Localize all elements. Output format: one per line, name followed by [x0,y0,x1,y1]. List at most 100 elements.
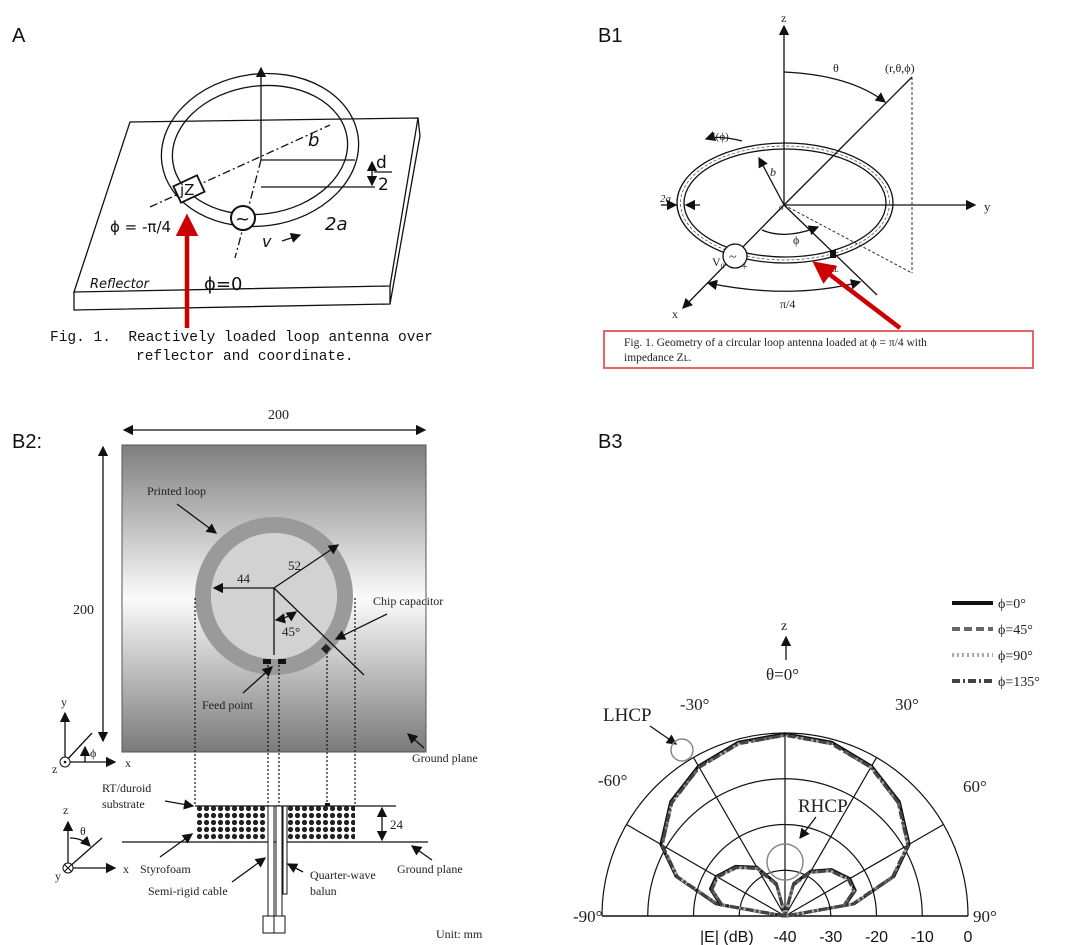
legend-label: ϕ=45° [998,623,1033,638]
loop-outer [160,72,360,228]
width-label: 200 [268,408,289,423]
z-axis-label: z [781,11,786,25]
series-lhcp-3 [660,733,910,918]
balun-arrow [286,863,304,873]
rhcp-arrow [799,816,817,840]
series-rhcp-3 [710,866,856,918]
polar-grid [601,732,969,917]
axis2-x-label: x [123,862,129,876]
caption-a-line1: Fig. 1. Reactively loaded loop antenna o… [50,330,433,346]
grid-spoke [784,823,944,917]
angle-tick-label: 60° [963,777,987,796]
caption-b1-line2: impedance Zʟ. [624,352,692,364]
voltage-source-icon: ~ [722,243,748,269]
voltage-label: v [262,232,272,251]
ground-plane-label-top: Ground plane [412,751,478,765]
angle-tick-label: 30° [895,695,919,714]
panel-b2: B2: 200 200 44 52 45° Printed loop Chip … [12,408,483,941]
voltage-source-icon: ~ [230,205,256,231]
angle-tick-label: θ=0° [766,665,799,684]
reflector-edge [73,117,421,311]
grid-spoke [784,757,878,917]
printed-loop-arrow [176,503,218,534]
panel-a: A jZ ~ b d 2 2a v ϕ = -π/4 ϕ=0 Reflector… [12,25,433,365]
radius-label: b [770,165,776,179]
x-axis-label: x [672,307,678,321]
capacitor-angle-line [273,587,365,676]
red-arrow-b1 [812,261,902,330]
reflector-label: Reflector [90,277,151,292]
current-label: I(ϕ) [712,131,729,143]
reflector-plate [73,117,419,293]
balun-label-line2: balun [310,884,337,898]
outer-radius-arrow [273,544,340,589]
panel-label-b2: B2: [12,431,42,453]
legend: ϕ=0° ϕ=45° ϕ=90° ϕ=135° [952,597,1040,690]
panel-label-b3: B3 [598,431,622,453]
panel-b3: B3 -90°-60°-30°θ=0°30°60°90°-40-30-20-10… [573,431,1040,945]
semi-rigid-arrow [231,857,267,883]
d-label-den: 2 [378,175,389,195]
caption-box-b1 [603,330,1034,369]
styrofoam-right [287,806,355,841]
radius-label: b [308,130,319,151]
inner-radius-label: 44 [237,571,251,586]
loop-inner [171,84,349,216]
current-direction-arrow [281,232,302,243]
legend-label: ϕ=135° [998,675,1040,690]
capacitor-section [325,803,330,806]
radial-tick-label: -20 [865,929,888,945]
minus-label: − [729,240,735,251]
pi4-label: π/4 [780,297,795,311]
d-label-num: d [376,153,387,173]
grid-spoke [692,757,786,917]
axis-x-label: x [125,756,131,770]
phi-label: ϕ [90,746,96,760]
panel-label-a: A [12,25,26,47]
feed-pad-right [278,659,286,664]
axis-y-label: y [61,695,67,709]
balun-label-line1: Quarter-wave [310,868,376,882]
phi-label: ϕ [793,233,799,247]
chip-capacitor-arrow [334,613,388,640]
xz-axes-icon: z x y θ [55,803,129,883]
radial-tick-label: -40 [773,929,796,945]
caption-b1-line1: Fig. 1. Geometry of a circular loop ante… [624,337,927,349]
radial-tick-label: 0 [964,929,973,945]
radial-tick-label: -30 [819,929,842,945]
axis2-z-label: z [63,803,68,817]
radius-arrow [758,156,785,206]
angle-tick-label: 90° [973,907,997,926]
theta-arc [783,71,887,103]
grid-spoke [626,823,786,917]
semi-rigid-label: Semi-rigid cable [148,884,228,898]
printed-loop [195,517,353,675]
chip-capacitor-label: Chip capacitor [373,594,443,608]
polar-series [659,732,911,918]
loop-inner [683,148,887,258]
unit-label: Unit: mm [436,927,483,941]
source-voltage-label: V₀ [712,255,725,269]
substrate-arrow [164,799,195,810]
loop-center-line [680,145,890,261]
origin-label: o [779,202,784,212]
angle-tick-label: -30° [680,695,709,714]
radial-axis-label: |E| (dB) [700,929,754,945]
impedance-label: jZ [179,181,194,199]
xy-axes-icon: y x z ϕ [52,695,131,776]
styrofoam-label: Styrofoam [140,862,191,876]
wire-diameter-label: 2a [325,214,347,235]
angle-tick-label: -90° [573,907,602,926]
panel-b1: B1 z y x (r,θ,ϕ) θ b o I(ϕ) 2a ϕ ~ V₀ − … [598,11,1034,369]
lhcp-marker-circle [670,738,694,762]
legend-label: ϕ=0° [998,597,1026,612]
ground-plane-label-bottom: Ground plane [397,862,463,876]
styrofoam-left [195,806,267,841]
svg-text:~: ~ [235,209,250,230]
height-label: 200 [73,603,94,618]
phi-neg-label: ϕ = -π/4 [110,218,171,236]
legend-label: ϕ=90° [998,649,1033,664]
angle-label: 45° [282,624,300,639]
radial-tick-label: -10 [911,929,934,945]
svg-text:~: ~ [729,250,737,265]
